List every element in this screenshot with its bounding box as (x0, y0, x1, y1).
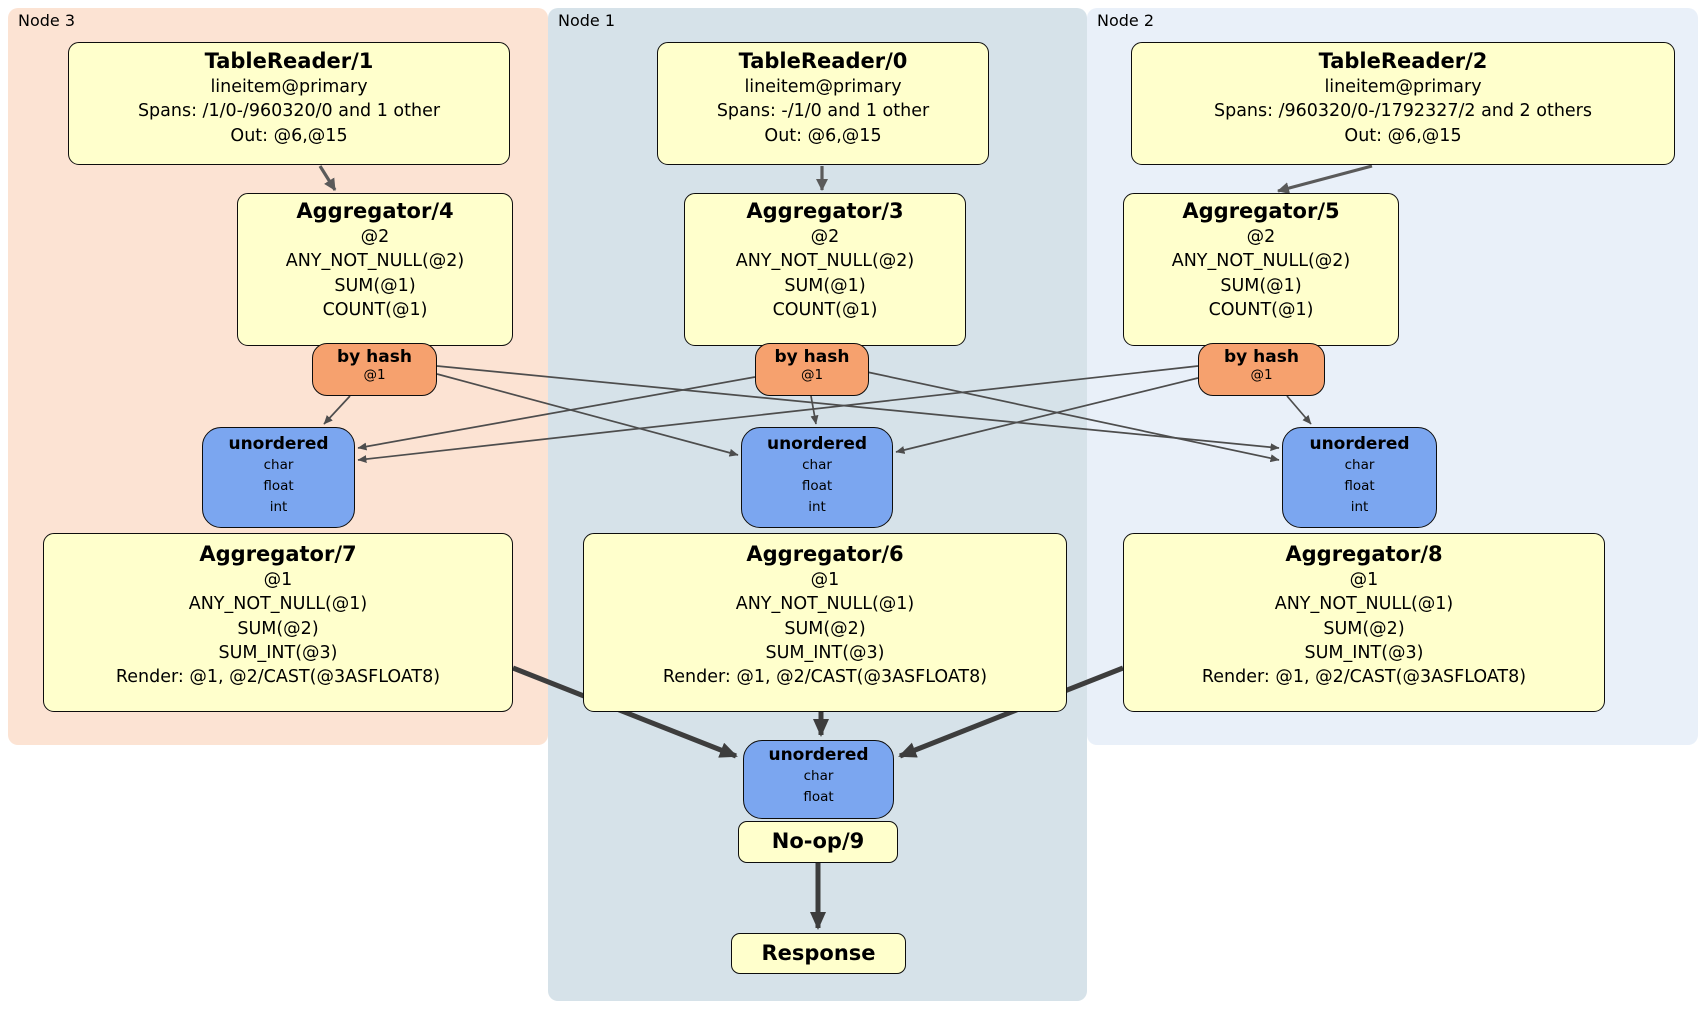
processor-title: Aggregator/4 (296, 199, 454, 223)
processor-line: SUM(@2) (1323, 618, 1405, 639)
processor-aggregator-3: Aggregator/3 @2 ANY_NOT_NULL(@2) SUM(@1)… (684, 193, 966, 346)
processor-line: COUNT(@1) (1208, 299, 1314, 320)
processor-title: No-op/9 (771, 829, 865, 854)
processor-line: SUM(@2) (237, 618, 319, 639)
processor-title: TableReader/2 (1318, 49, 1488, 73)
sync-type: char (803, 768, 834, 785)
sync-title: unordered (228, 434, 329, 454)
processor-aggregator-4: Aggregator/4 @2 ANY_NOT_NULL(@2) SUM(@1)… (237, 193, 513, 346)
router-detail: @1 (363, 367, 386, 384)
sync-type: char (802, 457, 832, 474)
processor-line: Out: @6,@15 (1344, 125, 1462, 146)
region-label-node-1: Node 1 (558, 11, 616, 30)
processor-line: SUM_INT(@3) (1304, 642, 1424, 663)
processor-line: SUM(@1) (334, 275, 416, 296)
processor-tablereader-2: TableReader/2 lineitem@primary Spans: /9… (1131, 42, 1675, 165)
processor-aggregator-7: Aggregator/7 @1 ANY_NOT_NULL(@1) SUM(@2)… (43, 533, 513, 712)
router-title: by hash (337, 347, 412, 367)
sync-title: unordered (768, 745, 869, 765)
processor-line: ANY_NOT_NULL(@1) (1274, 594, 1454, 615)
sync-type: int (269, 499, 288, 516)
sync-unordered-node1: unordered char float int (741, 427, 893, 528)
processor-line: ANY_NOT_NULL(@2) (735, 251, 915, 272)
processor-title: Aggregator/7 (199, 542, 357, 566)
processor-line: COUNT(@1) (322, 299, 428, 320)
response-box: Response (731, 933, 906, 974)
response-title: Response (761, 940, 876, 965)
router-title: by hash (1224, 347, 1299, 367)
processor-line: ANY_NOT_NULL(@2) (1171, 251, 1351, 272)
sync-type: float (263, 478, 294, 495)
router-by-hash-3: by hash @1 (755, 343, 869, 396)
processor-aggregator-8: Aggregator/8 @1 ANY_NOT_NULL(@1) SUM(@2)… (1123, 533, 1605, 712)
processor-line: @1 (1349, 570, 1379, 591)
processor-line: Spans: /1/0-/960320/0 and 1 other (137, 101, 441, 122)
processor-line: Out: @6,@15 (764, 125, 882, 146)
processor-line: SUM(@1) (1220, 275, 1302, 296)
processor-line: Render: @1, @2/CAST(@3ASFLOAT8) (1201, 666, 1527, 687)
router-detail: @1 (800, 367, 824, 384)
processor-line: ANY_NOT_NULL(@1) (188, 594, 368, 615)
router-detail: @1 (1250, 367, 1273, 384)
processor-line: Render: @1, @2/CAST(@3ASFLOAT8) (662, 666, 988, 687)
processor-line: @1 (810, 570, 840, 591)
processor-title: Aggregator/8 (1285, 542, 1443, 566)
sync-type: int (1350, 499, 1369, 516)
processor-line: @2 (360, 227, 390, 248)
processor-line: Out: @6,@15 (230, 125, 348, 146)
router-by-hash-5: by hash @1 (1198, 343, 1325, 396)
sync-type: char (1344, 457, 1375, 474)
router-title: by hash (774, 347, 850, 367)
router-by-hash-4: by hash @1 (312, 343, 437, 396)
processor-line: Render: @1, @2/CAST(@3ASFLOAT8) (115, 666, 441, 687)
processor-tablereader-0: TableReader/0 lineitem@primary Spans: -/… (657, 42, 989, 165)
sync-type: char (263, 457, 294, 474)
sync-type: float (803, 789, 834, 806)
processor-line: SUM(@2) (784, 618, 866, 639)
sync-type: int (808, 499, 826, 516)
processor-line: @2 (810, 227, 840, 248)
processor-line: SUM_INT(@3) (218, 642, 338, 663)
sync-type: float (801, 478, 833, 495)
region-label-node-3: Node 3 (18, 11, 76, 30)
processor-line: SUM(@1) (784, 275, 866, 296)
processor-aggregator-5: Aggregator/5 @2 ANY_NOT_NULL(@2) SUM(@1)… (1123, 193, 1399, 346)
processor-line: lineitem@primary (744, 77, 902, 98)
sync-unordered-final: unordered char float (743, 740, 894, 819)
processor-noop-9: No-op/9 (738, 821, 898, 863)
region-label-node-2: Node 2 (1097, 11, 1155, 30)
processor-line: ANY_NOT_NULL(@2) (285, 251, 465, 272)
processor-line: SUM_INT(@3) (765, 642, 885, 663)
processor-line: @1 (263, 570, 293, 591)
processor-line: @2 (1246, 227, 1276, 248)
processor-line: Spans: -/1/0 and 1 other (716, 101, 930, 122)
processor-aggregator-6: Aggregator/6 @1 ANY_NOT_NULL(@1) SUM(@2)… (583, 533, 1067, 712)
processor-line: Spans: /960320/0-/1792327/2 and 2 others (1213, 101, 1592, 122)
processor-line: COUNT(@1) (772, 299, 878, 320)
processor-tablereader-1: TableReader/1 lineitem@primary Spans: /1… (68, 42, 510, 165)
processor-line: ANY_NOT_NULL(@1) (735, 594, 915, 615)
sync-title: unordered (766, 434, 868, 454)
sync-unordered-node3: unordered char float int (202, 427, 355, 528)
processor-title: TableReader/0 (738, 49, 908, 73)
sync-title: unordered (1309, 434, 1410, 454)
processor-line: lineitem@primary (210, 77, 368, 98)
processor-title: Aggregator/5 (1182, 199, 1340, 223)
sync-type: float (1344, 478, 1375, 495)
processor-title: Aggregator/6 (746, 542, 904, 566)
processor-title: TableReader/1 (204, 49, 374, 73)
processor-title: Aggregator/3 (746, 199, 904, 223)
sync-unordered-node2: unordered char float int (1282, 427, 1437, 528)
processor-line: lineitem@primary (1324, 77, 1482, 98)
